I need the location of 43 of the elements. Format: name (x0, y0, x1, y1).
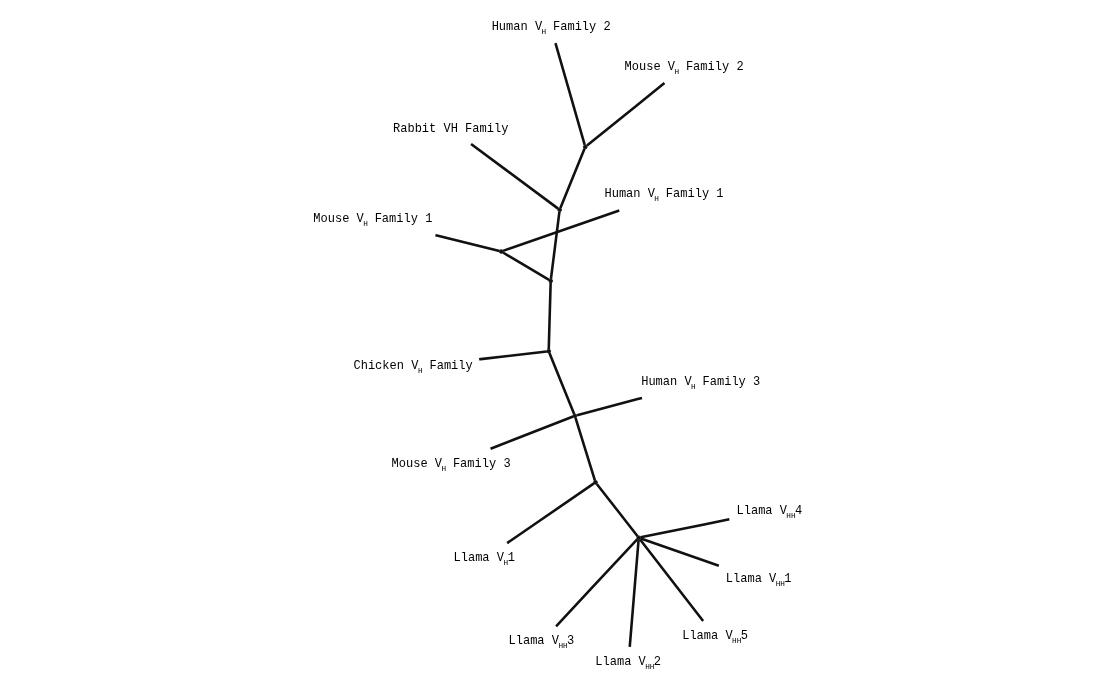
connector (548, 352, 576, 415)
connector (559, 148, 586, 209)
connector (628, 539, 640, 647)
node-text: Mouse V$_{H}$ Family 3 (391, 456, 511, 473)
node-point (593, 480, 598, 485)
node-point (498, 249, 504, 254)
connector (574, 417, 597, 481)
node-text: Human V$_{H}$ Family 2 (491, 19, 611, 36)
connector (479, 350, 547, 361)
connector (576, 396, 643, 417)
connector (640, 537, 720, 567)
node-text: Llama V$_{HH}$5 (682, 628, 748, 645)
node-point (583, 144, 588, 150)
connector (640, 518, 730, 539)
node-text: Rabbit VH Family (393, 121, 509, 136)
connector (490, 415, 574, 450)
node-text: Llama V$_{HH}$3 (508, 634, 575, 651)
connector (595, 483, 639, 538)
connector (586, 82, 666, 147)
node-text: Human V$_{H}$ Family 1 (604, 187, 724, 204)
node-point (636, 535, 642, 540)
connector (554, 42, 586, 146)
connector (502, 209, 620, 253)
connector (506, 482, 595, 545)
node-text: Mouse V$_{H}$ Family 1 (313, 211, 433, 228)
connector (470, 142, 559, 210)
node-point (572, 413, 578, 419)
node-text: Human V$_{H}$ Family 3 (641, 374, 761, 391)
connector (549, 211, 561, 280)
connector (555, 538, 639, 628)
node-text: Mouse V$_{H}$ Family 2 (624, 59, 744, 76)
node-point (548, 278, 553, 284)
connector (502, 251, 550, 281)
node-text: Llama V$_{HH}$1 (725, 572, 792, 589)
connector (435, 233, 500, 253)
node-point (546, 348, 551, 354)
node-text: Llama V$_{HH}$2 (595, 654, 662, 671)
connector (639, 538, 705, 622)
node-text: Llama V$_{HH}$4 (736, 503, 803, 520)
node-text: Chicken V$_{H}$ Family (353, 359, 473, 376)
connector (547, 282, 552, 350)
node-text: Llama V$_{H}$1 (453, 551, 515, 568)
node-point (557, 207, 562, 213)
